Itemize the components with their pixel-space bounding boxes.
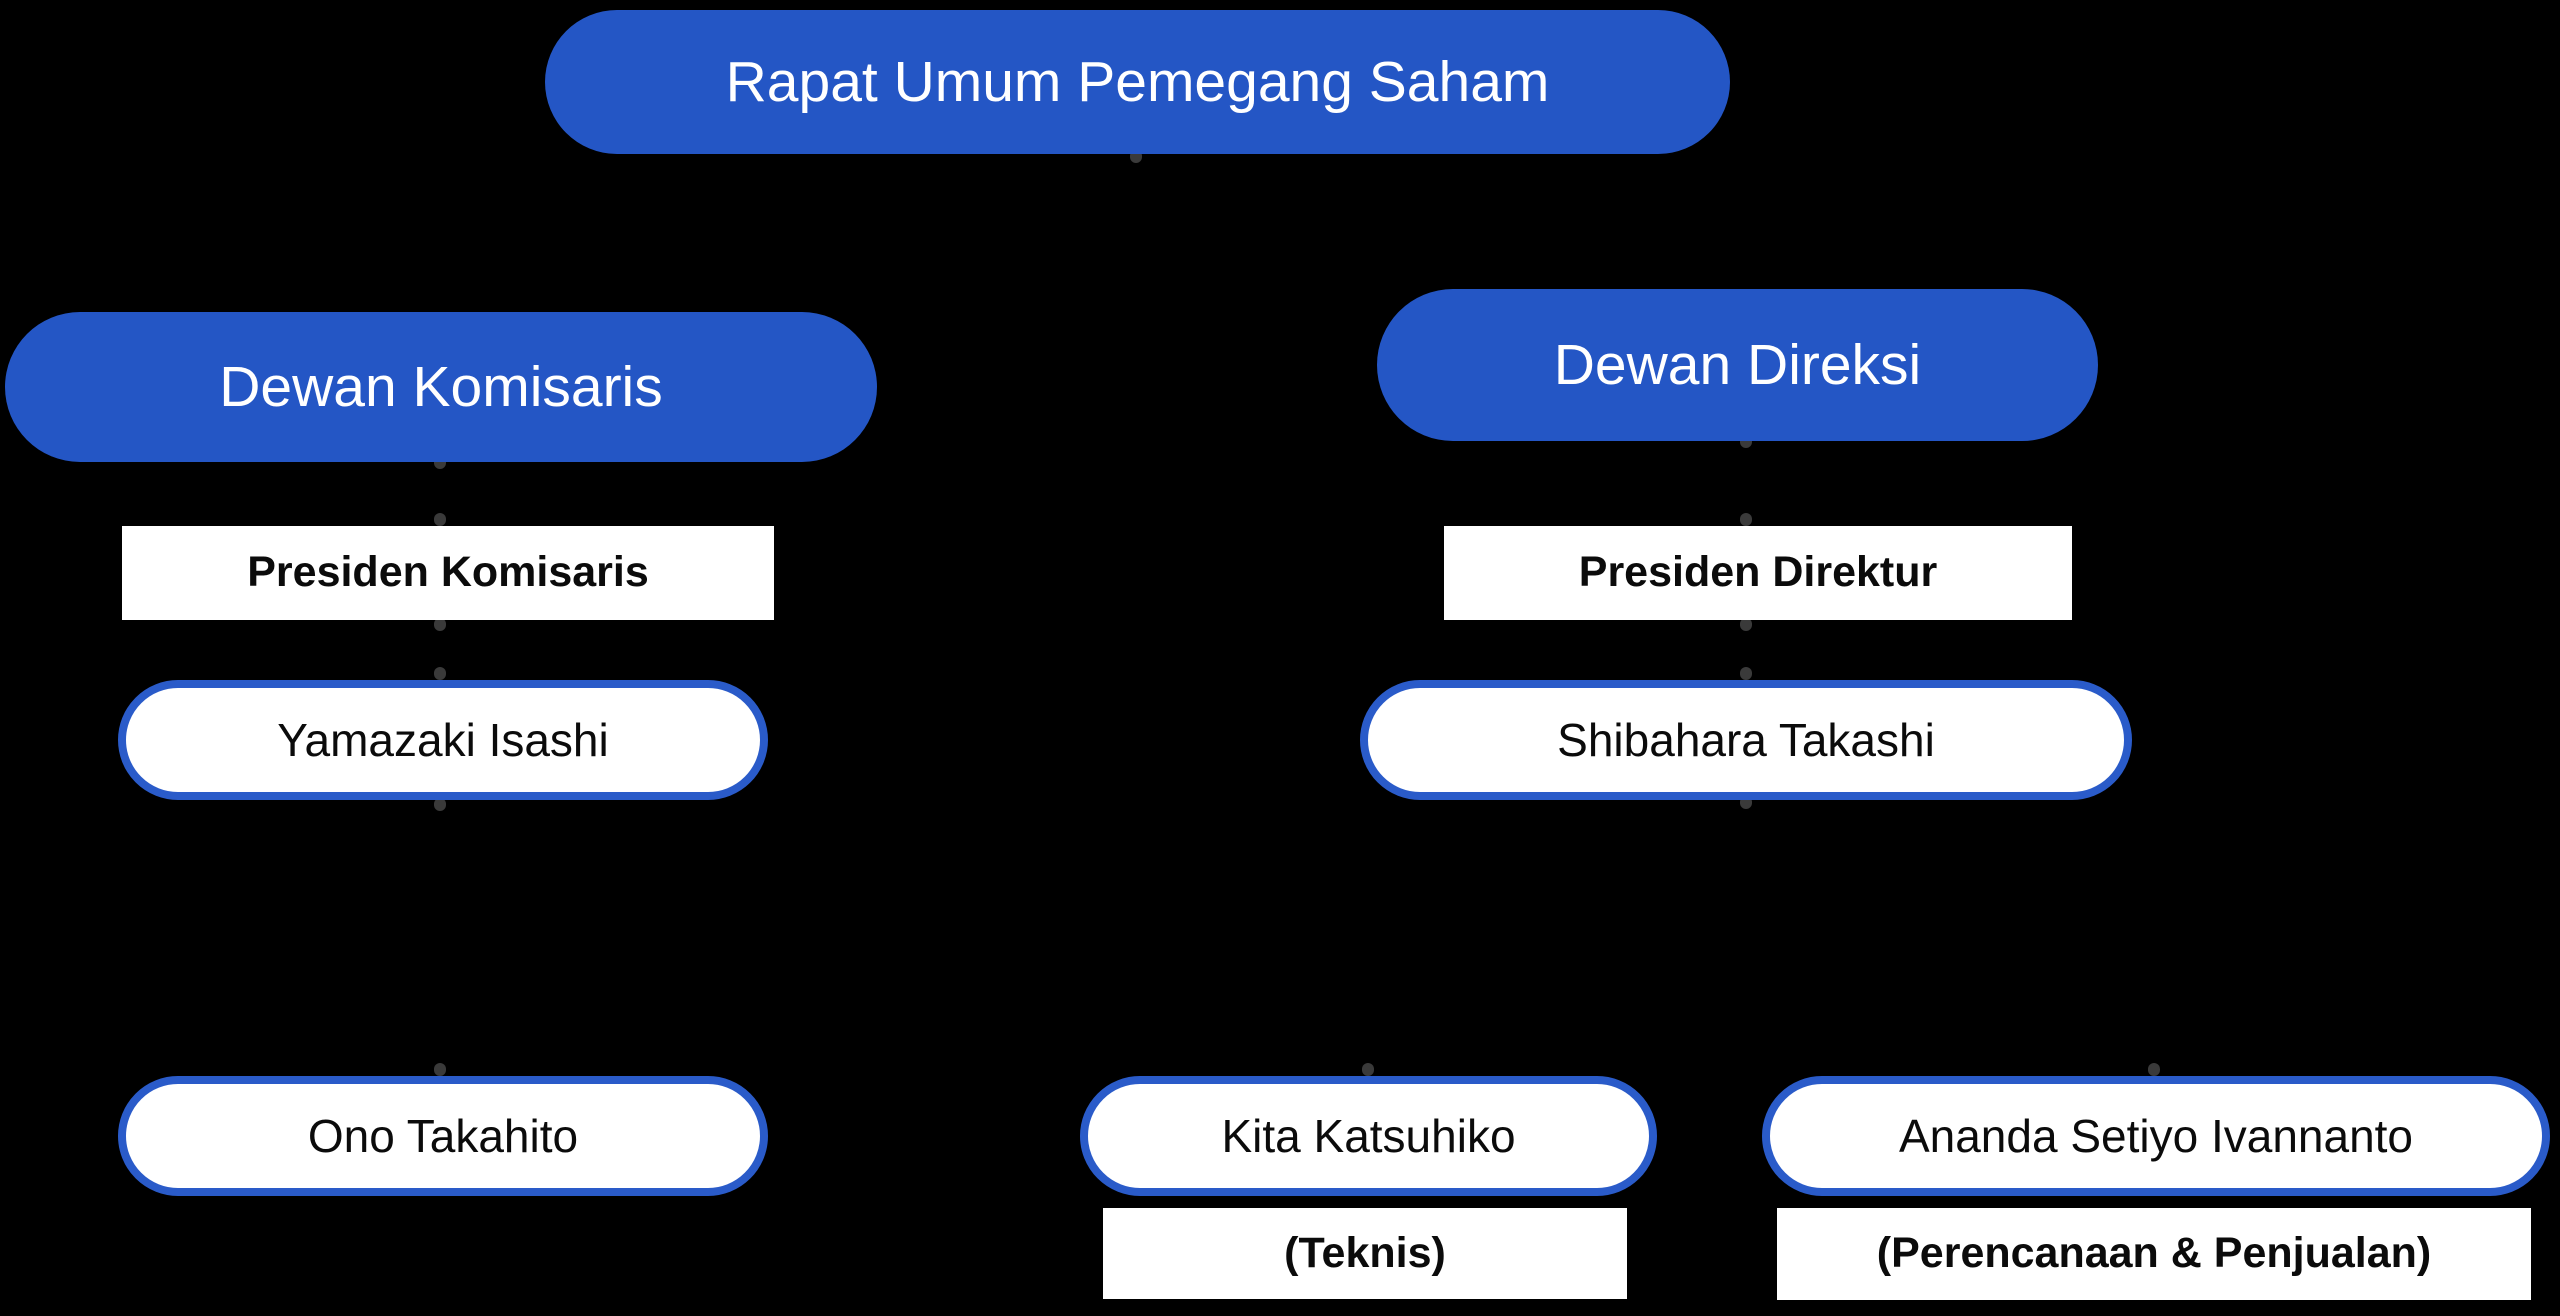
person-ono-takahito-node: Ono Takahito <box>118 1076 768 1196</box>
connector-stub <box>1362 1063 1374 1076</box>
connector-stub <box>434 667 446 680</box>
connector-stub <box>434 1063 446 1076</box>
connector-path <box>438 152 2156 1076</box>
role-presiden-direktur-box: Presiden Direktur <box>1444 526 2072 620</box>
person-yamazaki-isashi-node: Yamazaki Isashi <box>118 680 768 800</box>
connector-stub <box>434 798 446 811</box>
person-kita-katsuhiko-node: Kita Katsuhiko <box>1080 1076 1657 1196</box>
connector-stub <box>1740 667 1752 680</box>
role-presiden-komisaris-box: Presiden Komisaris <box>122 526 774 620</box>
root-node: Rapat Umum Pemegang Saham <box>545 10 1730 154</box>
board-direksi-node: Dewan Direksi <box>1377 289 2098 441</box>
division-teknis-box: (Teknis) <box>1103 1208 1627 1299</box>
connector-stub <box>434 513 446 526</box>
connector-stub <box>434 618 446 631</box>
person-shibahara-takashi-node: Shibahara Takashi <box>1360 680 2132 800</box>
connector-stub <box>2148 1063 2160 1076</box>
connector-stub <box>1740 513 1752 526</box>
board-komisaris-node: Dewan Komisaris <box>5 312 877 462</box>
person-ananda-setiyo-ivannanto-node: Ananda Setiyo Ivannanto <box>1762 1076 2550 1196</box>
division-perencanaan-penjualan-box: (Perencanaan & Penjualan) <box>1777 1208 2531 1300</box>
connector-stub <box>1740 618 1752 631</box>
